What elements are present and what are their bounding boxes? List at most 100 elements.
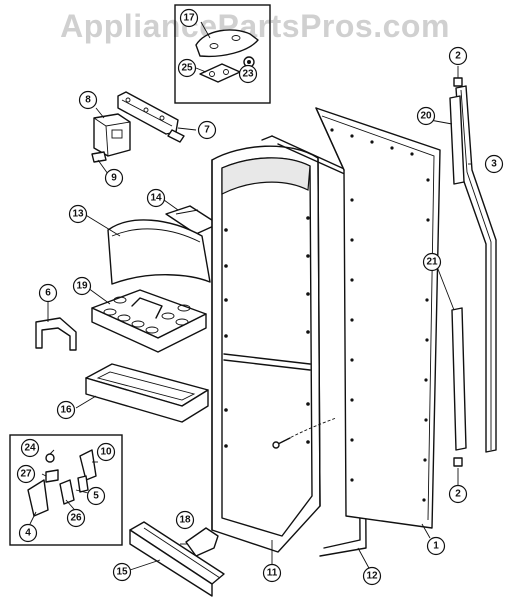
- callout-label: 6: [45, 288, 51, 299]
- callout-c8: 8: [78, 90, 98, 110]
- callout-c15: 15: [112, 562, 132, 582]
- callout-label: 5: [93, 491, 99, 502]
- callout-label: 13: [72, 209, 84, 220]
- callout-c13: 13: [68, 204, 88, 224]
- callout-circle: [78, 90, 98, 110]
- part-1-door-panel: [315, 107, 441, 529]
- callout-label: 14: [150, 193, 162, 204]
- callout-circle: [112, 562, 132, 582]
- callout-label: 11: [267, 568, 278, 579]
- callout-circle: [262, 563, 282, 583]
- inset-box-handle-parts: [9, 434, 123, 546]
- callout-circle: [426, 536, 446, 556]
- callout-label: 21: [426, 257, 438, 268]
- callout-circle: [362, 566, 382, 586]
- callout-label: 12: [366, 571, 378, 582]
- part-8-bracket: [93, 113, 131, 157]
- callout-c2a: 2: [448, 46, 468, 66]
- callout-circle: [104, 168, 124, 188]
- callout-circle: [179, 8, 199, 28]
- callout-c6: 6: [38, 283, 58, 303]
- callout-c21: 21: [422, 252, 442, 272]
- callout-c26: 26: [66, 508, 86, 528]
- part-6-bracket: [35, 317, 77, 351]
- callout-circle: [38, 283, 58, 303]
- callout-circle: [484, 154, 504, 174]
- callout-c25: 25: [177, 58, 197, 78]
- callout-label: 26: [70, 513, 82, 524]
- callout-circle: [177, 58, 197, 78]
- callout-c27: 27: [16, 464, 36, 484]
- callout-c9: 9: [104, 168, 124, 188]
- callout-circle: [197, 120, 217, 140]
- callout-circle: [86, 486, 106, 506]
- callout-c12: 12: [362, 566, 382, 586]
- callout-c10: 10: [96, 442, 116, 462]
- part-20-trim: [449, 95, 465, 185]
- part-21-trim: [451, 307, 467, 451]
- callout-label: 27: [20, 469, 32, 480]
- callout-circle: [56, 400, 76, 420]
- callout-c7: 7: [197, 120, 217, 140]
- callout-label: 24: [24, 443, 36, 454]
- callout-c23: 23: [238, 64, 258, 84]
- callout-c14: 14: [146, 188, 166, 208]
- callout-label: 25: [181, 63, 193, 74]
- callout-label: 18: [179, 515, 191, 526]
- part-2-screw-bottom: [453, 457, 463, 467]
- callout-label: 9: [111, 173, 117, 184]
- callout-c20: 20: [416, 106, 436, 126]
- callout-label: 3: [491, 159, 497, 170]
- callout-c2b: 2: [448, 484, 468, 504]
- part-15-shelf-bar: [129, 521, 225, 597]
- part-16-door-bin: [85, 363, 209, 423]
- callout-circle: [448, 484, 468, 504]
- callout-c1: 1: [426, 536, 446, 556]
- callout-c24: 24: [20, 438, 40, 458]
- part-7-hinge: [117, 91, 185, 143]
- callout-circle: [448, 46, 468, 66]
- callout-c11: 11: [262, 563, 282, 583]
- callout-label: 10: [100, 447, 112, 458]
- callout-c5: 5: [86, 486, 106, 506]
- callout-label: 4: [25, 528, 31, 539]
- callout-label: 7: [204, 125, 210, 136]
- callout-circle: [18, 523, 38, 543]
- callout-c19: 19: [72, 276, 92, 296]
- callout-label: 19: [76, 281, 88, 292]
- callout-label: 15: [116, 567, 128, 578]
- callout-label: 20: [420, 111, 432, 122]
- callout-c16: 16: [56, 400, 76, 420]
- callout-label: 2: [455, 489, 461, 500]
- callout-circle: [416, 106, 436, 126]
- callout-c18: 18: [175, 510, 195, 530]
- callout-c17: 17: [179, 8, 199, 28]
- callout-circle: [20, 438, 40, 458]
- callout-circle: [238, 64, 258, 84]
- callout-label: 17: [183, 13, 195, 24]
- part-13-dairy-door: [107, 219, 211, 285]
- callout-label: 16: [60, 405, 72, 416]
- part-18-cap: [185, 527, 219, 557]
- callout-circle: [96, 442, 116, 462]
- part-19-egg-tray: [91, 289, 207, 353]
- callout-circle: [146, 188, 166, 208]
- callout-circle: [66, 508, 86, 528]
- callout-circle: [175, 510, 195, 530]
- callout-label: 23: [242, 69, 254, 80]
- callout-circle: [16, 464, 36, 484]
- callout-circle: [68, 204, 88, 224]
- callout-label: 1: [433, 541, 439, 552]
- callout-c3: 3: [484, 154, 504, 174]
- part-11-door-liner: [211, 145, 321, 553]
- callout-circle: [72, 276, 92, 296]
- callout-c4: 4: [18, 523, 38, 543]
- callout-circle: [422, 252, 442, 272]
- part-9-clip: [91, 151, 107, 163]
- callout-label: 2: [455, 51, 461, 62]
- part-3-handle: [455, 85, 497, 453]
- part-2-screw-top: [453, 77, 463, 87]
